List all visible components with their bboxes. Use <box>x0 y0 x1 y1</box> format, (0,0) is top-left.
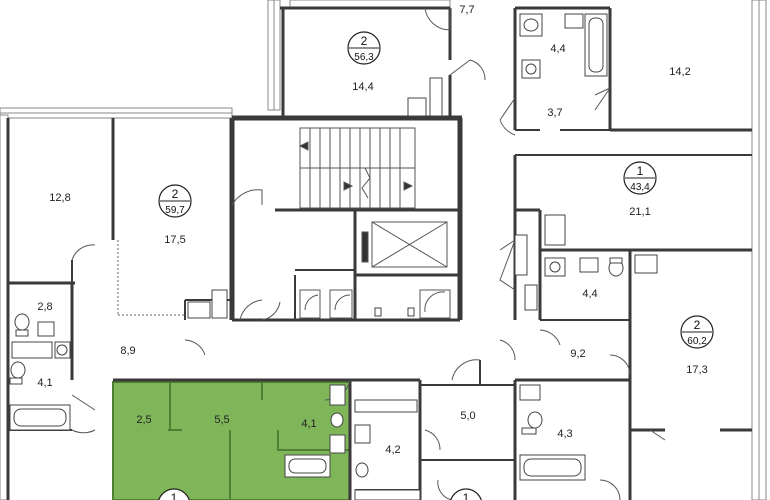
room-label: 14,2 <box>669 66 690 78</box>
bathroom-fixtures <box>9 13 658 500</box>
svg-text:2: 2 <box>694 318 701 332</box>
room-label: 4,3 <box>557 428 572 440</box>
staircase <box>298 127 416 209</box>
room-label: 4,1 <box>37 377 52 389</box>
room-label: 5,0 <box>460 410 475 422</box>
room-label: 5,5 <box>214 414 229 426</box>
elevator <box>361 221 448 268</box>
room-label: 4,1 <box>301 418 316 430</box>
apartment-badge[interactable]: 1 <box>450 488 482 500</box>
svg-text:2: 2 <box>361 34 368 48</box>
svg-text:1: 1 <box>463 491 470 500</box>
room-label: 12,8 <box>49 192 70 204</box>
room-label: 8,9 <box>120 345 135 357</box>
room-label: 17,5 <box>164 234 185 246</box>
room-label: 2,8 <box>37 301 52 313</box>
room-label: 21,1 <box>629 206 650 218</box>
room-label: 9,2 <box>570 348 585 360</box>
apartment-badge[interactable]: 2 59,7 <box>158 184 192 218</box>
apartment-badge[interactable]: 1 43,4 <box>623 161 657 195</box>
walls <box>6 6 752 500</box>
room-label: 2,5 <box>136 414 151 426</box>
room-label: 3,7 <box>547 107 562 119</box>
room-label: 14,4 <box>352 81 373 93</box>
apartment-badge[interactable]: 2 56,3 <box>347 31 381 65</box>
svg-text:59,7: 59,7 <box>165 205 185 216</box>
apartment-badge[interactable]: 1 <box>158 488 190 500</box>
room-label: 4,2 <box>385 444 400 456</box>
room-label: 17,3 <box>686 364 707 376</box>
selected-apartment-highlight[interactable] <box>112 381 351 500</box>
svg-text:56,3: 56,3 <box>354 52 374 63</box>
room-label: 4,4 <box>582 288 597 300</box>
svg-text:43,4: 43,4 <box>630 182 650 193</box>
room-label: 4,4 <box>550 43 565 55</box>
svg-text:1: 1 <box>171 491 178 500</box>
svg-text:60,2: 60,2 <box>687 336 707 347</box>
room-labels: 7,7 14,4 4,4 14,2 3,7 12,8 17,5 21,1 2,8… <box>37 4 707 456</box>
room-label: 7,7 <box>459 4 474 16</box>
apartment-badge[interactable]: 2 60,2 <box>680 315 714 349</box>
dashed-lines <box>117 240 185 316</box>
svg-text:1: 1 <box>637 164 644 178</box>
svg-text:2: 2 <box>172 187 179 201</box>
